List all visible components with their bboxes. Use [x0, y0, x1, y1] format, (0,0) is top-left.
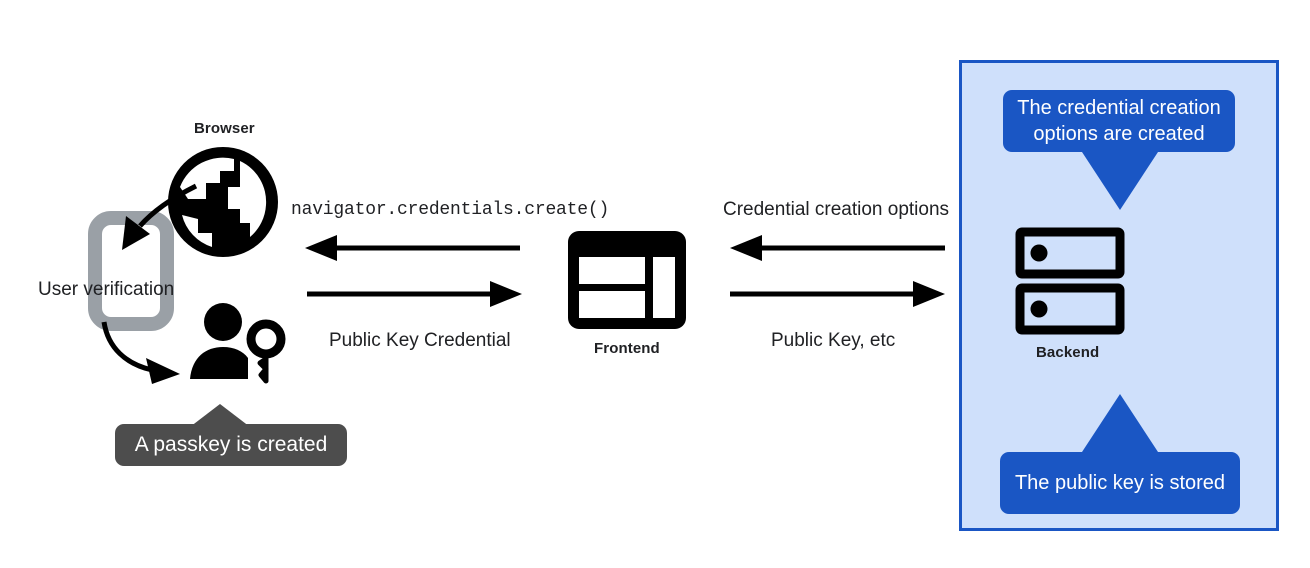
- backend-label: Backend: [1036, 344, 1100, 361]
- arrow-frontend-to-backend: [730, 281, 945, 307]
- label-public-key-credential: Public Key Credential: [329, 330, 511, 351]
- passkey-created-tooltip: A passkey is created: [115, 424, 347, 466]
- callout-public-key-stored: The public key is stored: [1000, 452, 1240, 514]
- window-layout-icon: [568, 231, 686, 329]
- server-rack-icon: [1015, 227, 1125, 336]
- callout-top-tail: [1082, 152, 1158, 210]
- smartphone-icon: [88, 211, 174, 331]
- globe-icon: [168, 147, 278, 257]
- callout-bottom-tail: [1082, 394, 1158, 452]
- arrow-backend-to-frontend: [730, 235, 945, 261]
- label-public-key-etc: Public Key, etc: [771, 330, 896, 351]
- label-navigator-credentials-create: navigator.credentials.create(): [291, 200, 610, 220]
- arrow-browser-to-frontend: [307, 281, 522, 307]
- arrow-device-to-user: [100, 318, 210, 388]
- frontend-label: Frontend: [594, 340, 660, 357]
- user-verification-label: User verification: [38, 279, 175, 300]
- label-credential-creation-options: Credential creation options: [723, 199, 950, 220]
- arrow-frontend-to-browser: [305, 235, 520, 261]
- arrow-browser-to-device: [100, 180, 210, 270]
- browser-label: Browser: [194, 120, 255, 137]
- person-with-key-icon: [190, 303, 288, 385]
- callout-credential-creation-options: The credential creation options are crea…: [1003, 90, 1235, 152]
